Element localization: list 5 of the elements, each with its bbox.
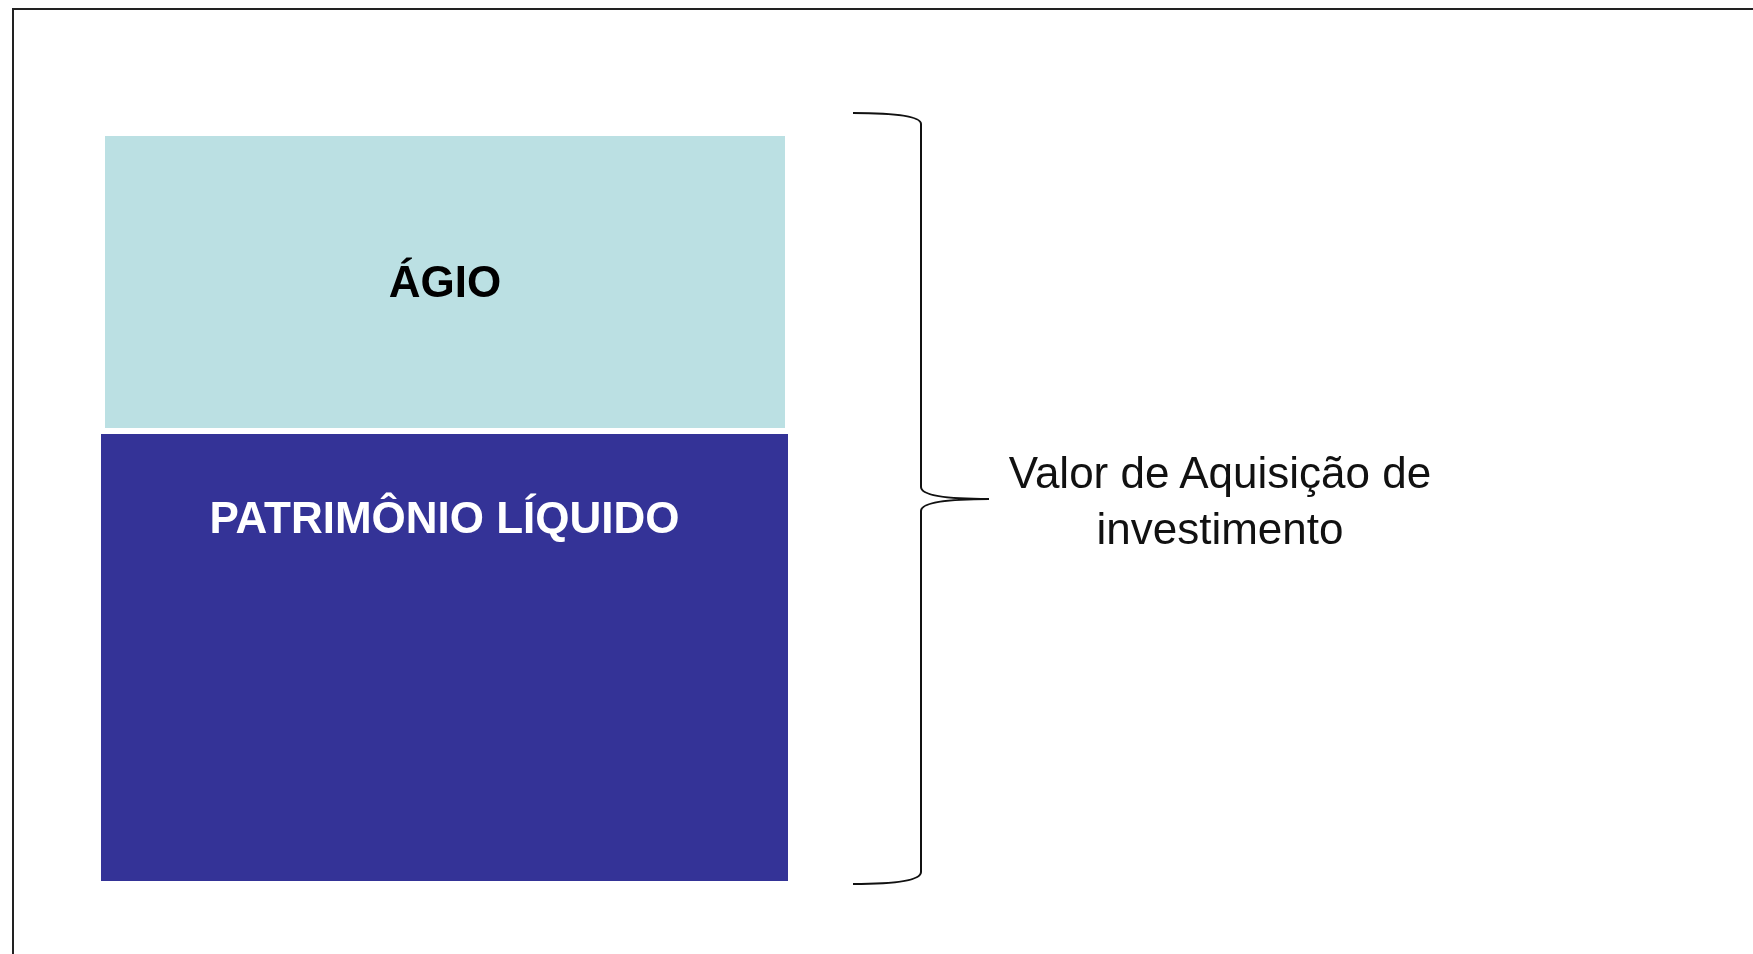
block-label: PATRIMÔNIO LÍQUIDO <box>209 492 680 543</box>
block <box>101 434 788 881</box>
brace-label: Valor de Aquisição de investimento <box>1007 447 1433 555</box>
block <box>105 136 785 428</box>
block-label: ÁGIO <box>388 257 502 307</box>
